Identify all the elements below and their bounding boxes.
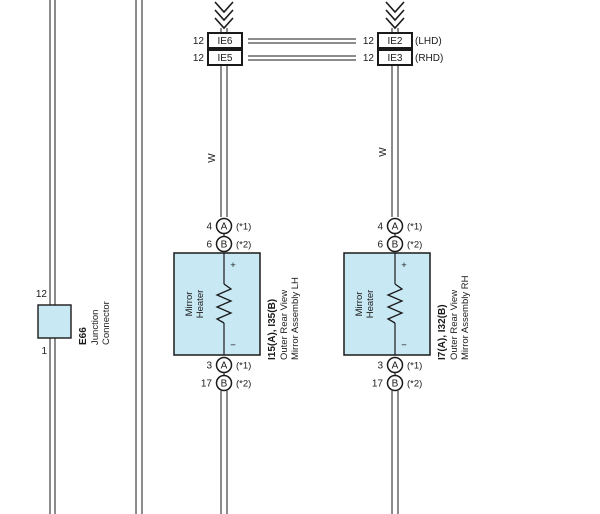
connector-ie3-pin: 12 — [363, 53, 375, 64]
pin-circle-b — [386, 374, 404, 392]
svg-text:6: 6 — [206, 240, 212, 251]
component-code-lh: I15(A), I35(B) — [267, 299, 278, 360]
connector-ie2 — [377, 32, 413, 49]
svg-text:(*1): (*1) — [236, 222, 251, 233]
svg-text:Outer Rear View: Outer Rear View — [449, 290, 460, 360]
svg-text:(*1): (*1) — [407, 222, 422, 233]
svg-text:A: A — [392, 361, 399, 372]
svg-text:Mirror Assembly RH: Mirror Assembly RH — [460, 275, 471, 360]
connector-ie5-code: IE5 — [217, 53, 232, 64]
svg-text:Mirror: Mirror — [354, 292, 365, 317]
svg-text:Heater: Heater — [195, 290, 206, 319]
junction-pin-bottom: 1 — [41, 346, 47, 357]
connector-ie3-note: (RHD) — [415, 53, 443, 64]
mirror-heater-lh — [173, 252, 261, 356]
arrow-down-icon — [214, 9, 234, 22]
svg-text:4: 4 — [377, 222, 383, 233]
pin-circle-b — [386, 235, 404, 253]
svg-text:Outer Rear View: Outer Rear View — [279, 290, 290, 360]
svg-text:4: 4 — [206, 222, 212, 233]
wire-color-right: W — [378, 147, 389, 157]
arrow-down-icon — [385, 9, 405, 22]
svg-text:Mirror: Mirror — [184, 292, 195, 317]
junction-pin-top: 12 — [36, 289, 48, 300]
junction-label-line2: Connector — [101, 301, 112, 345]
connector-ie6-code: IE6 — [217, 36, 232, 47]
mirror-heater-rh — [343, 252, 431, 356]
junction-code: E66 — [78, 327, 89, 345]
svg-text:17: 17 — [372, 379, 384, 390]
svg-text:6: 6 — [377, 240, 383, 251]
svg-text:B: B — [392, 240, 399, 251]
connector-ie2-pin: 12 — [363, 36, 375, 47]
connector-ie6-pin: 12 — [193, 36, 205, 47]
plus-terminal: + — [230, 260, 236, 271]
arrow-down-icon — [385, 1, 405, 14]
connector-ie2-code: IE2 — [387, 36, 402, 47]
svg-text:(*2): (*2) — [407, 379, 422, 390]
cross-wires — [248, 38, 356, 61]
svg-text:B: B — [221, 379, 228, 390]
connector-ie5 — [207, 49, 243, 66]
svg-text:3: 3 — [206, 361, 212, 372]
svg-text:B: B — [221, 240, 228, 251]
arrow-down-icon — [214, 17, 234, 30]
svg-text:(*2): (*2) — [236, 379, 251, 390]
svg-text:(*2): (*2) — [236, 240, 251, 251]
svg-text:Heater: Heater — [365, 290, 376, 319]
connector-ie6 — [207, 32, 243, 49]
connector-ie3-code: IE3 — [387, 53, 402, 64]
svg-text:(*1): (*1) — [236, 361, 251, 372]
junction-connector-e66: 12 1 E66 Junction Connector — [36, 289, 112, 357]
connector-ie5-pin: 12 — [193, 53, 205, 64]
resistor-icon — [215, 283, 233, 324]
wire-color-left: W — [207, 153, 218, 163]
svg-text:17: 17 — [201, 379, 213, 390]
connector-ie3 — [377, 49, 413, 66]
pin-circle-b — [215, 374, 233, 392]
svg-text:Mirror Assembly LH: Mirror Assembly LH — [290, 277, 301, 360]
svg-text:B: B — [392, 379, 399, 390]
arrow-down-icon — [385, 17, 405, 30]
svg-text:A: A — [392, 222, 399, 233]
rh-wiring: IE2 12 (LHD) IE3 12 (RHD) W A 4 (*1) B 6… — [343, 1, 471, 514]
arrow-down-icon — [214, 1, 234, 14]
svg-text:3: 3 — [377, 361, 383, 372]
svg-text:A: A — [221, 222, 228, 233]
minus-terminal: − — [230, 340, 236, 351]
pin-circle-b — [215, 235, 233, 253]
minus-terminal: − — [401, 340, 407, 351]
junction-label-line1: Junction — [90, 310, 101, 345]
svg-text:(*2): (*2) — [407, 240, 422, 251]
connector-ie2-note: (LHD) — [415, 36, 442, 47]
resistor-icon — [386, 283, 404, 324]
component-code-rh: I7(A), I32(B) — [437, 304, 448, 360]
plus-terminal: + — [401, 260, 407, 271]
lh-wiring: IE6 12 IE5 12 W A 4 (*1) B 6 (*2) + − Mi… — [173, 1, 301, 514]
svg-text:A: A — [221, 361, 228, 372]
left-edge-wires — [49, 0, 143, 514]
svg-text:(*1): (*1) — [407, 361, 422, 372]
